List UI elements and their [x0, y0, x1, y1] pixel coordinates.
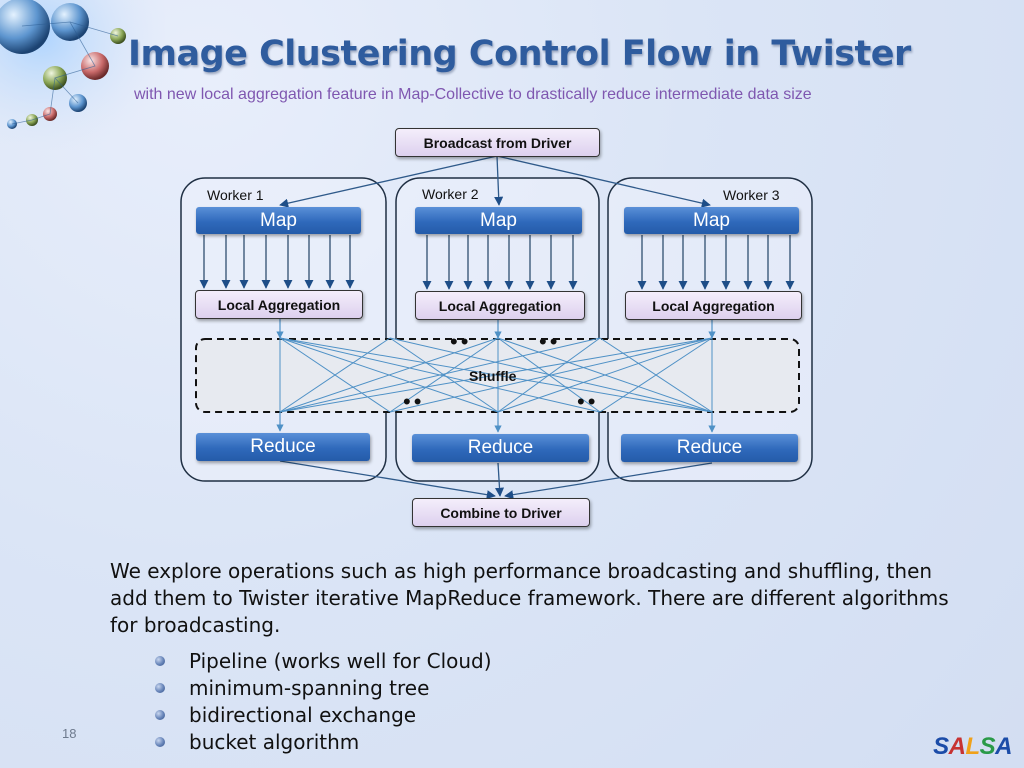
bullet-icon [155, 656, 165, 666]
reduce-label-3: Reduce [676, 437, 743, 458]
slide-subtitle: with new local aggregation feature in Ma… [134, 86, 812, 103]
body-paragraph: We explore operations such as high perfo… [110, 559, 949, 637]
reduce-label-2: Reduce [467, 437, 534, 458]
map-label-1: Map [260, 209, 297, 231]
broadcast-from-driver-box: Broadcast from Driver [395, 128, 600, 157]
salsa-logo: SALSA [933, 733, 1012, 760]
map-box-3: Map [624, 207, 799, 234]
broadcast-arrows [279, 155, 711, 208]
list-item: minimum-spanning tree [155, 675, 655, 702]
shuffle-label: Shuffle [469, 368, 517, 384]
list-item: bucket algorithm [155, 729, 655, 756]
worker-1-label: Worker 1 [207, 187, 264, 203]
bullet-icon [155, 737, 165, 747]
list-item-text: bidirectional exchange [189, 703, 417, 727]
map-label-3: Map [693, 209, 730, 231]
list-item-text: bucket algorithm [189, 730, 360, 754]
reduce-label-1: Reduce [250, 436, 316, 457]
local-aggregation-label-1: Local Aggregation [217, 296, 341, 313]
map-output-arrows [199, 235, 795, 290]
map-box-2: Map [415, 207, 582, 234]
list-item: Pipeline (works well for Cloud) [155, 648, 655, 675]
reduce-box-2: Reduce [412, 434, 589, 462]
page-number: 18 [62, 726, 77, 741]
map-box-1: Map [196, 207, 361, 234]
globe-network-art [0, 0, 165, 150]
worker-3-label: Worker 3 [723, 187, 780, 203]
reduce-box-1: Reduce [196, 433, 370, 461]
control-flow-diagram: Broadcast from Driver Worker 1 Worker 2 … [170, 125, 820, 530]
diagram-connectors [180, 155, 813, 500]
reduce-box-3: Reduce [621, 434, 798, 462]
shuffle-lines [279, 337, 713, 413]
local-aggregation-box-1: Local Aggregation [195, 290, 363, 319]
ellipsis-dots: •• [403, 389, 425, 414]
ellipsis-dots: •• [577, 389, 599, 414]
ellipsis-dots: •• [450, 329, 472, 354]
worker-2-label: Worker 2 [422, 186, 479, 202]
combine-to-driver-label: Combine to Driver [440, 504, 562, 521]
local-aggregation-box-2: Local Aggregation [415, 291, 585, 320]
bullet-icon [155, 710, 165, 720]
combine-arrows [279, 460, 713, 500]
aggregation-output-arrows [276, 319, 716, 339]
local-aggregation-label-3: Local Aggregation [652, 297, 775, 314]
list-item-text: minimum-spanning tree [189, 676, 430, 700]
local-aggregation-label-2: Local Aggregation [438, 297, 562, 314]
map-label-2: Map [480, 209, 517, 231]
list-item-text: Pipeline (works well for Cloud) [189, 649, 492, 673]
reduce-input-arrows [276, 412, 716, 433]
broadcast-from-driver-label: Broadcast from Driver [423, 134, 572, 151]
list-item: bidirectional exchange [155, 702, 655, 729]
algorithm-list: Pipeline (works well for Cloud) minimum-… [155, 648, 655, 756]
local-aggregation-box-3: Local Aggregation [625, 291, 802, 320]
ellipsis-dots: •• [539, 329, 561, 354]
combine-to-driver-box: Combine to Driver [412, 498, 590, 527]
slide-title: Image Clustering Control Flow in Twister [128, 34, 911, 74]
bullet-icon [155, 683, 165, 693]
